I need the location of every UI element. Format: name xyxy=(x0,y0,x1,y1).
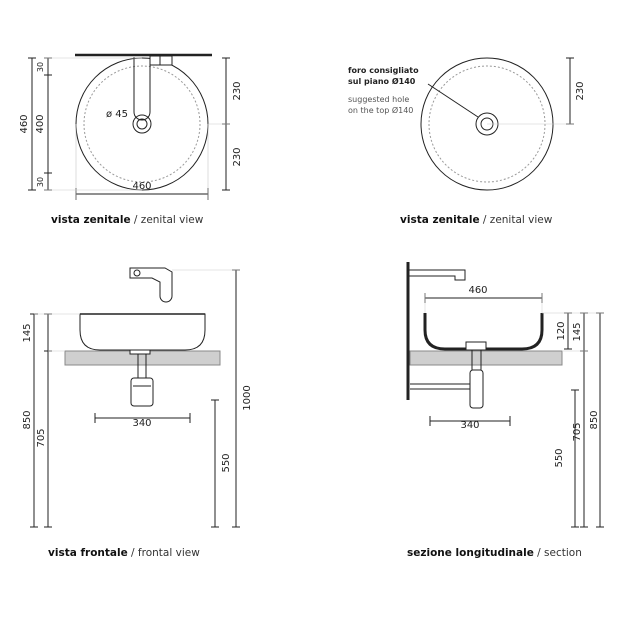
dim-total-850: 850 xyxy=(589,410,600,429)
note-en-2: on the top Ø140 xyxy=(348,105,413,115)
dim-depth-total: 460 xyxy=(19,114,30,133)
countertop xyxy=(409,350,563,366)
caption-bottom-left: vista frontale / frontal view xyxy=(48,547,200,559)
dim-inner-120: 120 xyxy=(556,321,567,340)
dim-trap-width: 340 xyxy=(460,420,479,431)
dim-depth-705: 705 xyxy=(36,428,47,447)
dim-hole: ø 45 xyxy=(106,109,128,120)
note-en-1: suggested hole xyxy=(348,95,409,104)
dim-outer-145: 145 xyxy=(572,322,583,341)
basin-outer-rim xyxy=(75,57,209,191)
note-it-2: sul piano Ø140 xyxy=(348,76,416,86)
dim-half-top: 230 xyxy=(232,81,243,100)
caption-bottom-right: sezione longitudinale / section xyxy=(407,547,582,559)
top-left-plan-view xyxy=(28,53,230,200)
dim-bowl-height: 145 xyxy=(22,323,33,342)
dim-width: 460 xyxy=(468,285,487,296)
dim-depth-inner: 400 xyxy=(35,114,46,133)
leader-line xyxy=(427,83,479,118)
wall-tap xyxy=(409,269,466,281)
drain-outer xyxy=(132,114,152,134)
caption-top-left: vista zenitale / zenital view xyxy=(51,214,204,226)
tap-spout xyxy=(133,57,151,121)
bowl-front xyxy=(79,313,206,351)
tap-body xyxy=(149,55,173,66)
dim-total-850: 850 xyxy=(22,410,33,429)
drain-inner xyxy=(136,118,148,130)
dim-floor-550: 550 xyxy=(554,448,565,467)
bottle-trap xyxy=(469,369,484,409)
dim-half: 230 xyxy=(575,81,586,100)
wall-tap xyxy=(129,267,173,303)
basin-inner-rim xyxy=(83,65,201,183)
dim-rim-top: 30 xyxy=(36,62,45,72)
caption-top-right: vista zenitale / zenital view xyxy=(400,214,553,226)
dim-depth-705: 705 xyxy=(572,422,583,441)
dim-floor-550: 550 xyxy=(221,453,232,472)
bottom-left-front-view xyxy=(30,267,240,528)
dim-trap-width: 340 xyxy=(132,418,151,429)
dim-width: 460 xyxy=(132,181,151,192)
dim-tap-1000: 1000 xyxy=(242,385,253,410)
bottom-right-section xyxy=(406,262,604,528)
top-right-plan-view xyxy=(420,57,574,191)
note-it-1: foro consigliato xyxy=(348,66,419,75)
dim-rim-bottom: 30 xyxy=(36,177,45,187)
bottle-trap xyxy=(130,377,154,407)
dim-half-bottom: 230 xyxy=(232,147,243,166)
